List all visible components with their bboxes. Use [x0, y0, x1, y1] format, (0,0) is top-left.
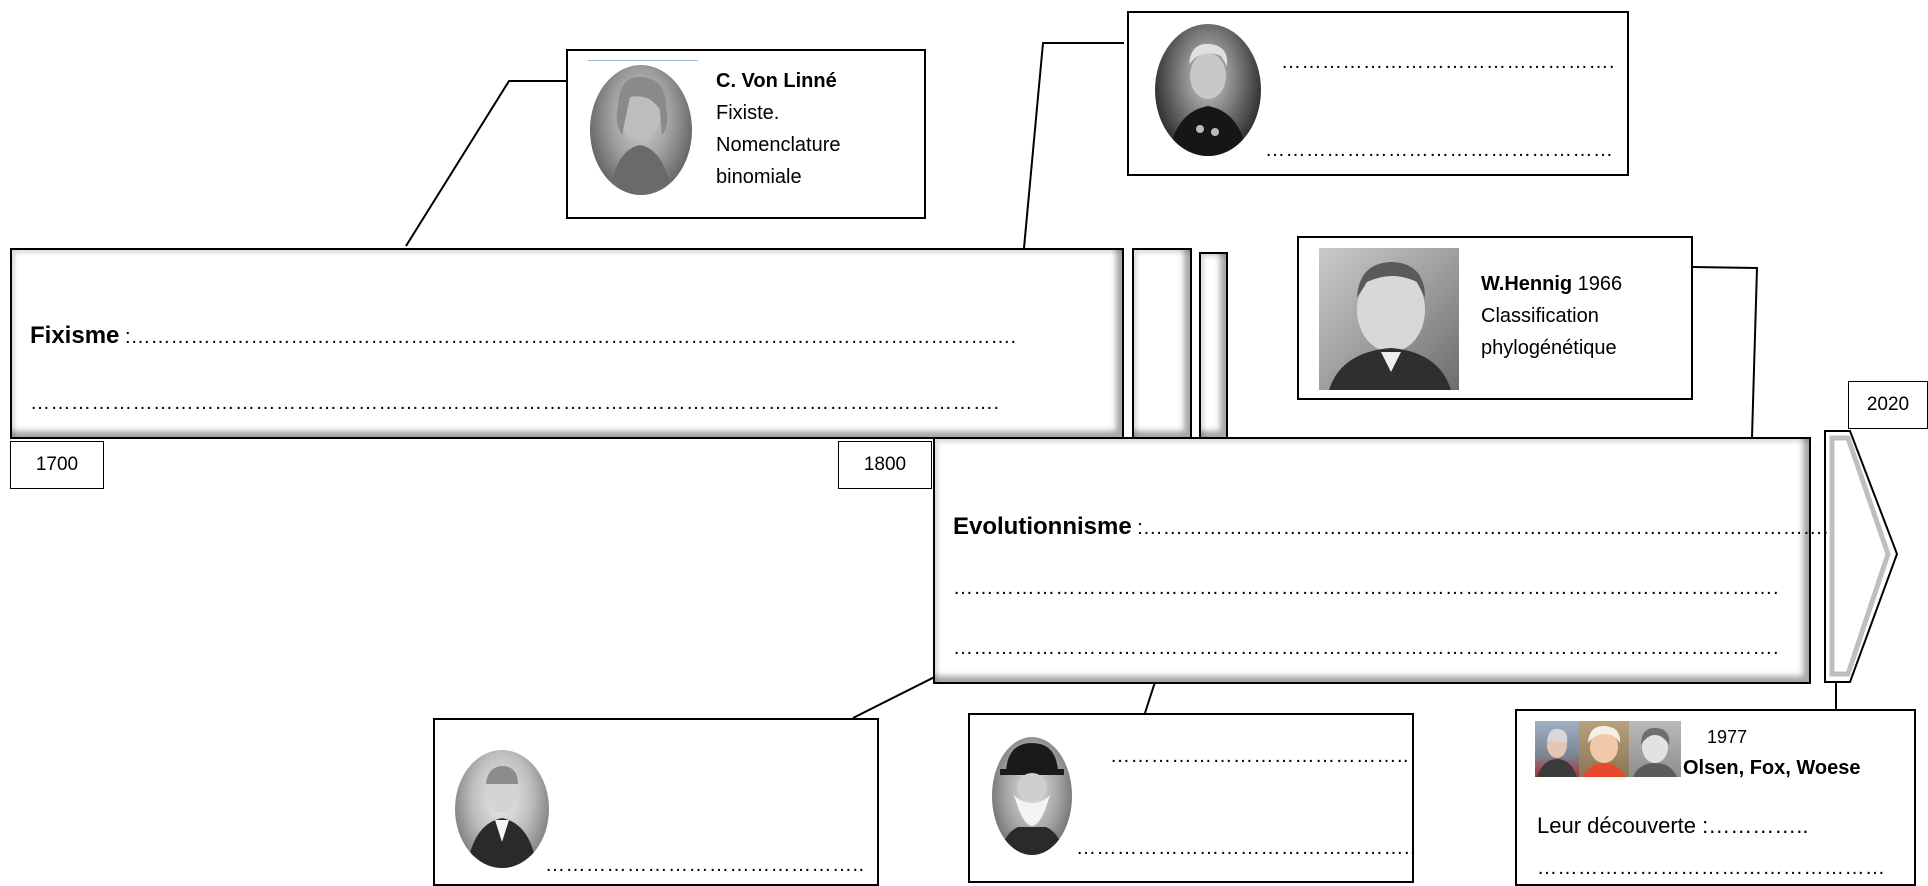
evolution-bar: Evolutionnisme :…………………………………………………………………: [933, 437, 1828, 684]
darwin-box: …………………………………….. …………………………………………..: [968, 713, 1417, 883]
fox-face-icon: [1583, 725, 1625, 777]
hennig-name: W.Hennig: [1481, 273, 1573, 295]
linne-portrait: [590, 65, 692, 195]
hennig-box: W.Hennig 1966 Classification phylogénéti…: [1297, 236, 1693, 400]
lamarck-box: ………………………………………..: [433, 718, 879, 886]
hennig-face-icon: [1329, 262, 1451, 390]
year-1800: 1800: [838, 441, 932, 489]
top-right-connector: [1023, 42, 1124, 249]
transition-bar-2: [1199, 252, 1228, 439]
linne-line1: Fixiste.: [716, 102, 780, 124]
linne-line2: Nomenclature: [716, 134, 841, 156]
woese-face-icon: [1633, 727, 1677, 777]
linne-line3: binomiale: [716, 166, 802, 188]
fixisme-title: Fixisme: [30, 322, 120, 349]
lamarck-face-icon: [467, 766, 537, 868]
linne-name: C. Von Linné: [716, 70, 837, 92]
fixisme-line2[interactable]: ……………………………………………………………………………………………………………: [30, 392, 1000, 414]
hennig-line2: phylogénétique: [1481, 337, 1617, 359]
fixisme-bar: Fixisme :……………………………………………………………………………………: [10, 248, 1124, 439]
evolution-line2[interactable]: ……………………………………………………………………………………………………………: [953, 577, 1780, 599]
evolution-line1[interactable]: :………………………………………………………………………………………….: [1131, 517, 1829, 539]
hennig-year: 1966: [1572, 273, 1623, 295]
top-right-line1[interactable]: ………………………………………….: [1281, 51, 1616, 73]
fox-portrait: [1579, 721, 1629, 777]
olsen-portrait: [1535, 721, 1579, 777]
darwin-line2[interactable]: …………………………………………..: [1076, 837, 1417, 859]
lamarck-portrait: [455, 750, 549, 868]
linne-face-icon: [610, 76, 672, 195]
olsen-names: Olsen, Fox, Woese: [1683, 757, 1861, 779]
year-2020: 2020: [1848, 381, 1928, 429]
darwin-face-icon: [1000, 743, 1064, 855]
year-1700: 1700: [10, 441, 104, 489]
transition-bar-1: [1132, 248, 1192, 439]
olsen-box: 1977 Olsen, Fox, Woese Leur découverte :…: [1515, 709, 1916, 886]
linne-portrait-frame-line: [588, 60, 698, 61]
evolution-line3[interactable]: ……………………………………………………………………………………………………………: [953, 637, 1780, 659]
hennig-line1: Classification: [1481, 305, 1599, 327]
fixisme-line1[interactable]: :…………………………………………………………………………………………………………: [119, 326, 1017, 348]
hennig-portrait: [1319, 248, 1459, 390]
top-right-portrait: [1155, 24, 1261, 156]
hennig-connector: [1692, 266, 1759, 438]
darwin-line1[interactable]: ……………………………………..: [1110, 745, 1410, 767]
timeline-arrow-icon: [1824, 430, 1899, 683]
olsen-line2[interactable]: ……………………………………………: [1537, 857, 1886, 879]
linne-box: C. Von Linné Fixiste. Nomenclature binom…: [566, 49, 926, 219]
olsen-face-icon: [1537, 728, 1577, 777]
woese-portrait: [1629, 721, 1681, 777]
top-right-line2[interactable]: ……………………………………………: [1265, 139, 1614, 161]
top-right-face-icon: [1169, 43, 1247, 156]
top-right-box: …………………………………………. ……………………………………………: [1127, 11, 1629, 176]
darwin-portrait: [992, 737, 1072, 855]
olsen-discovery[interactable]: Leur découverte :…………..: [1537, 813, 1809, 838]
lamarck-line1[interactable]: ………………………………………..: [545, 854, 865, 876]
linne-connector: [405, 80, 566, 247]
evolution-title: Evolutionnisme: [953, 513, 1132, 540]
olsen-year: 1977: [1707, 727, 1748, 747]
